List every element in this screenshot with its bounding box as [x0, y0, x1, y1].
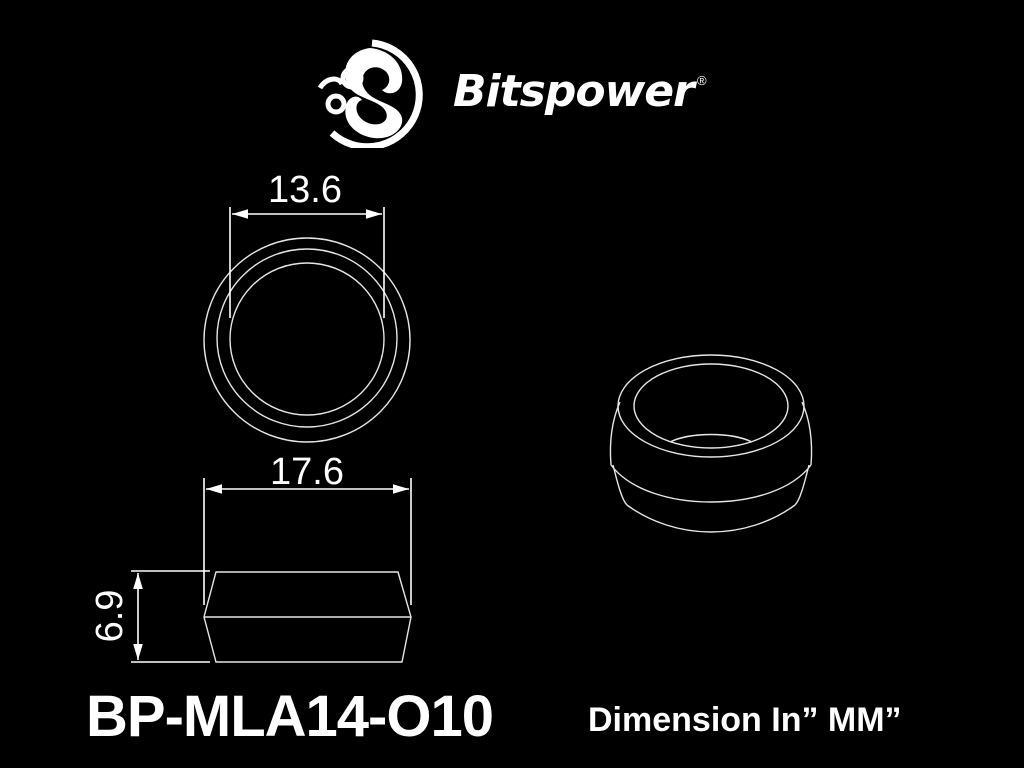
- brand-name: Bitspower: [453, 66, 695, 117]
- bitspower-dragon-logo-icon: [317, 39, 423, 148]
- dimension-unit-note: Dimension In” MM”: [588, 701, 902, 739]
- top-view-dimension-label: 13.6: [268, 169, 342, 211]
- side-view: [131, 478, 412, 663]
- model-number: BP-MLA14-O10: [86, 684, 494, 749]
- top-view: [203, 207, 411, 443]
- side-view-width-label: 17.6: [270, 451, 344, 493]
- registered-mark: ®: [697, 73, 707, 88]
- isometric-view: [609, 354, 813, 533]
- side-view-height-label: 6.9: [89, 590, 131, 643]
